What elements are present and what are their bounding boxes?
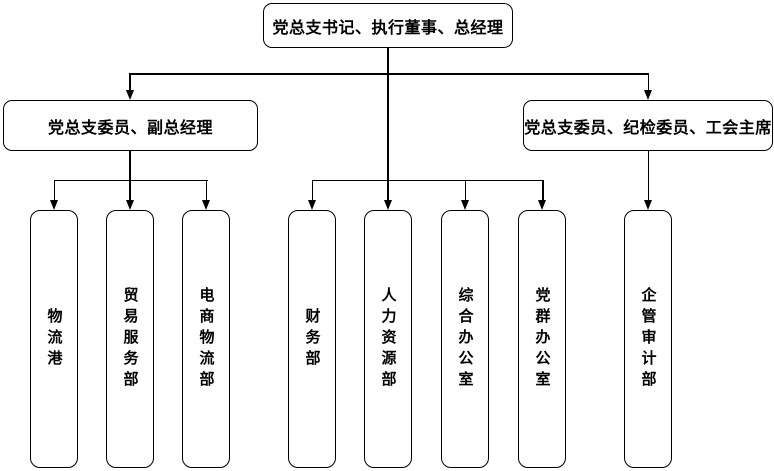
arrowhead-left-node [125, 90, 134, 100]
arrowhead-dept2 [125, 200, 134, 210]
connector-dept8-drop [647, 151, 649, 201]
arrowhead-dept8 [644, 200, 652, 210]
node-root: 党总支书记、执行董事、总经理 [263, 3, 513, 48]
node-enterprise-audit-dept: 企管审计部 [624, 210, 672, 468]
arrowhead-dept3 [201, 200, 210, 210]
node-ecommerce-logistics-dept-label: 电商物流部 [197, 286, 215, 392]
arrowhead-dept7 [538, 200, 546, 210]
connector-left-elbow [129, 73, 131, 91]
node-general-office: 综合办公室 [441, 210, 489, 468]
node-hr-dept: 人力资源部 [364, 210, 412, 468]
connector-dept7-stub [542, 180, 544, 201]
connector-dept6-stub [464, 180, 466, 201]
node-ecommerce-logistics-dept: 电商物流部 [182, 210, 230, 468]
connector-rail-middle [312, 179, 543, 181]
node-logistics-port-label: 物流港 [45, 307, 63, 371]
node-deputy-general-manager: 党总支委员、副总经理 [3, 100, 258, 151]
connector-dept4-stub [311, 180, 313, 201]
connector-right-elbow [647, 73, 649, 91]
node-trade-service-dept: 贸易服务部 [106, 210, 154, 468]
connector-dept3-stub [205, 180, 207, 201]
node-party-mass-office: 党群办公室 [518, 210, 566, 468]
arrowhead-right-node [644, 90, 652, 100]
node-discipline-union-chair-label: 党总支委员、纪检委员、工会主席 [524, 119, 772, 137]
connector-root-drop [387, 48, 389, 180]
connector-left2-drop [129, 151, 131, 180]
node-deputy-general-manager-label: 党总支委员、副总经理 [47, 119, 213, 137]
node-party-mass-office-label: 党群办公室 [533, 286, 551, 392]
connector-dept1-stub [53, 180, 55, 201]
node-finance-dept: 财务部 [288, 210, 336, 468]
connector-dept5-stub [387, 180, 389, 201]
connector-rail-top [129, 73, 649, 75]
node-trade-service-dept-label: 贸易服务部 [121, 286, 139, 392]
node-general-office-label: 综合办公室 [456, 286, 474, 392]
arrowhead-dept4 [307, 200, 316, 210]
arrowhead-dept1 [49, 200, 58, 210]
node-logistics-port: 物流港 [30, 210, 78, 468]
arrowhead-dept6 [460, 200, 469, 210]
node-hr-dept-label: 人力资源部 [379, 286, 397, 392]
arrowhead-dept5 [383, 200, 392, 210]
node-discipline-union-chair: 党总支委员、纪检委员、工会主席 [523, 100, 773, 151]
node-root-label: 党总支书记、执行董事、总经理 [272, 19, 504, 37]
connector-rail-left [53, 179, 208, 181]
connector-dept2-stub [129, 180, 131, 201]
node-finance-dept-label: 财务部 [303, 307, 321, 371]
node-enterprise-audit-dept-label: 企管审计部 [639, 286, 657, 392]
